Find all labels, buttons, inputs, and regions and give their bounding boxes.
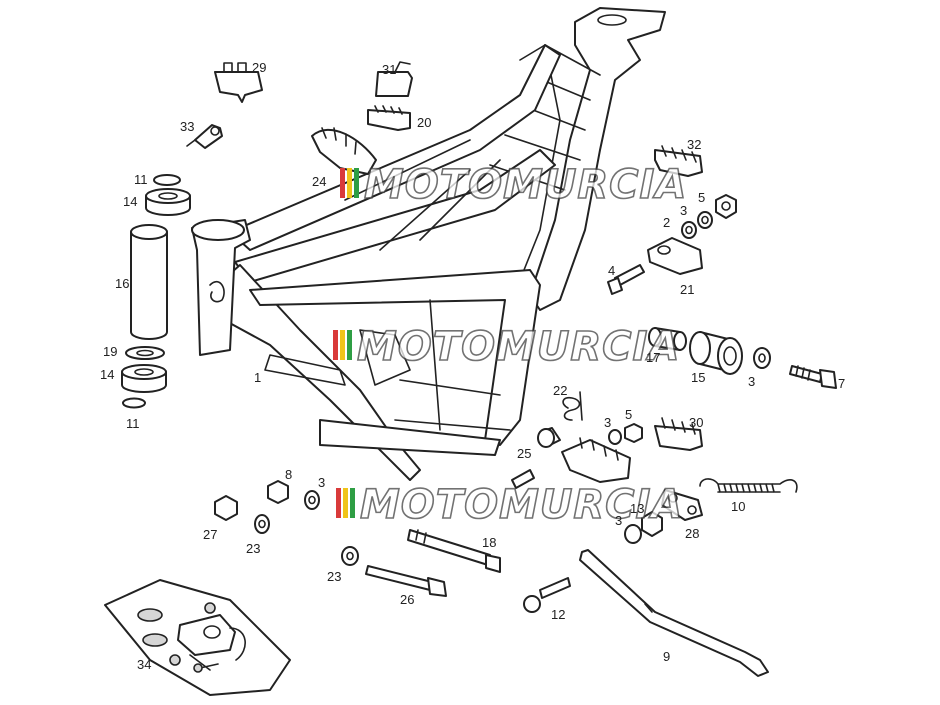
- part-8-nut: [267, 480, 289, 504]
- callout-7: 7: [838, 376, 845, 391]
- part-23-washer-b: [254, 514, 270, 534]
- watermark-bar-red: [340, 168, 345, 198]
- callout-25: 25: [517, 446, 531, 461]
- watermark-text: MOTOMURCIA: [364, 162, 687, 208]
- part-2-spring-washer: [681, 221, 697, 239]
- callout-labels: 29 31 20 33 24 32 11 14 16 19 14 11 1 5 …: [100, 60, 845, 672]
- callout-11-bottom: 11: [126, 416, 140, 431]
- part-30-bracket: [654, 417, 703, 451]
- callout-16: 16: [115, 276, 129, 291]
- callout-3-left: 3: [318, 475, 325, 490]
- callout-21: 21: [680, 282, 694, 297]
- callout-3-mid: 3: [604, 415, 611, 430]
- part-33-clip: [186, 124, 223, 149]
- part-31-bracket: [375, 61, 413, 97]
- watermark-bar-green: [354, 168, 359, 198]
- callout-22: 22: [553, 383, 567, 398]
- steering-tube-16: [130, 231, 168, 340]
- callout-11-top: 11: [134, 172, 148, 187]
- callout-2: 2: [663, 215, 670, 230]
- callout-14-bottom: 14: [100, 367, 114, 382]
- watermark-bar-green: [347, 330, 352, 360]
- callout-34: 34: [137, 657, 151, 672]
- part-7-bolt: [789, 365, 837, 389]
- steering-bearing-stack: [121, 174, 191, 409]
- part-12-bolt: [523, 577, 571, 613]
- watermark-bar-yellow: [347, 168, 352, 198]
- callout-32: 32: [687, 137, 701, 152]
- part-25-spacer: [537, 427, 561, 448]
- callout-14-top: 14: [123, 194, 137, 209]
- watermark-bar-green: [350, 488, 355, 518]
- part-3-washer-c: [608, 429, 622, 445]
- callout-1: 1: [254, 370, 261, 385]
- callout-29: 29: [252, 60, 266, 75]
- part-18-bolt: [407, 529, 501, 573]
- callout-5-top: 5: [698, 190, 705, 205]
- callout-23-left: 23: [246, 541, 260, 556]
- part-5-nut-right: [715, 194, 737, 219]
- callout-10: 10: [731, 499, 745, 514]
- part-17-spacer: [648, 327, 687, 351]
- part-5-nut-mid: [624, 423, 643, 443]
- watermark-text: MOTOMURCIA: [357, 324, 680, 370]
- part-footpeg-lower: [561, 437, 631, 483]
- part-13-nut: [641, 511, 663, 537]
- callout-19: 19: [103, 344, 117, 359]
- part-23-washer-a: [341, 546, 359, 566]
- callout-8: 8: [285, 467, 292, 482]
- main-frame: [191, 7, 666, 481]
- callout-27: 27: [203, 527, 217, 542]
- watermark-bar-red: [333, 330, 338, 360]
- part-22-spring: [562, 391, 583, 421]
- part-20-footpeg: [367, 105, 411, 131]
- part-3-washer-e: [304, 490, 320, 510]
- part-26-bolt: [365, 565, 447, 597]
- part-4-bolt: [607, 264, 645, 295]
- callout-9: 9: [663, 649, 670, 664]
- callout-33: 33: [180, 119, 194, 134]
- callout-3-right: 3: [748, 374, 755, 389]
- callout-3-top: 3: [680, 203, 687, 218]
- callout-24: 24: [312, 174, 326, 189]
- watermark-top: MOTOMURCIA: [340, 161, 687, 209]
- part-28-bracket: [661, 489, 703, 521]
- part-29-cable-guide: [214, 62, 263, 103]
- watermark-bar-yellow: [343, 488, 348, 518]
- callout-28: 28: [685, 526, 699, 541]
- part-15-bushing: [689, 331, 743, 375]
- callout-3-lower: 3: [615, 513, 622, 528]
- seal-11-bottom: [122, 397, 146, 409]
- callout-23-mid: 23: [327, 569, 341, 584]
- part-3-washer-a: [697, 211, 713, 229]
- watermark-text: MOTOMURCIA: [360, 482, 683, 528]
- callout-20: 20: [417, 115, 431, 130]
- part-21-footpeg-right: [647, 237, 703, 275]
- watermark-bar-yellow: [340, 330, 345, 360]
- part-10-spring: [699, 478, 798, 493]
- callout-26: 26: [400, 592, 414, 607]
- callout-13: 13: [630, 501, 644, 516]
- callout-30: 30: [689, 415, 703, 430]
- callout-12: 12: [551, 607, 565, 622]
- watermark-bottom: MOTOMURCIA: [336, 481, 683, 529]
- part-27-bolt-rear: [511, 469, 535, 489]
- part-34-hardware-kit: [104, 579, 291, 696]
- seal-11-top: [153, 174, 181, 186]
- callout-4: 4: [608, 263, 615, 278]
- watermark-middle: MOTOMURCIA: [333, 323, 680, 371]
- part-9-sidestand: [579, 549, 769, 677]
- part-3-washer-d: [624, 524, 642, 544]
- callout-18: 18: [482, 535, 496, 550]
- washer-19: [125, 346, 165, 360]
- callout-5-mid: 5: [625, 407, 632, 422]
- part-32-footpeg-mount: [654, 145, 703, 177]
- callout-17: 17: [646, 350, 660, 365]
- callout-15: 15: [691, 370, 705, 385]
- callout-31: 31: [382, 62, 396, 77]
- watermark-bar-red: [336, 488, 341, 518]
- part-27-nut: [214, 495, 238, 521]
- part-3-washer-b: [753, 347, 771, 369]
